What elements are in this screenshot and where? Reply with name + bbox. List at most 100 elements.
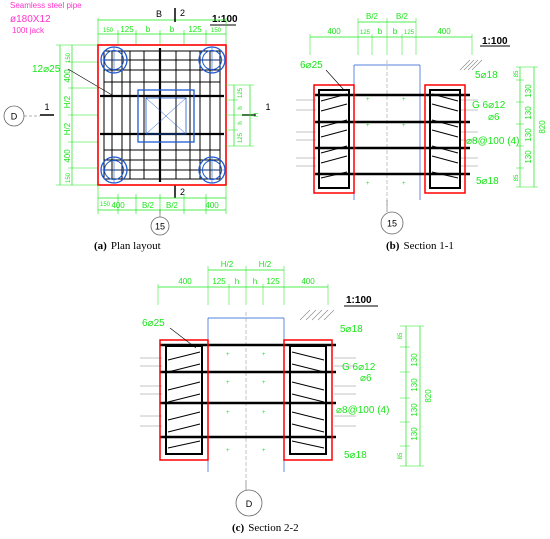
svg-text:+: + xyxy=(366,97,370,103)
svg-text:+: + xyxy=(262,410,266,416)
svg-text:B/2: B/2 xyxy=(396,12,409,21)
svg-text:1: 1 xyxy=(44,102,49,112)
svg-text:+: + xyxy=(262,448,266,454)
svg-text:+: + xyxy=(366,181,370,187)
svg-text:85: 85 xyxy=(398,332,404,339)
plan-dims-right: 125 h h 125 H xyxy=(226,84,260,147)
caption-c: (c)Section 2-2 xyxy=(232,522,299,534)
axis-D-plan: D xyxy=(3,105,40,127)
svg-text:H: H xyxy=(254,113,260,117)
svg-text:b: b xyxy=(378,27,383,36)
s22-label-g: G 6⌀12 xyxy=(342,362,376,373)
section-1-1: 1:100 B/2 B/2 400 125 b b 125 400 xyxy=(296,12,547,252)
svg-text:130: 130 xyxy=(410,378,419,392)
plan-dims-bottom: 150 400 B/2 B/2 400 xyxy=(97,185,227,214)
svg-text:130: 130 xyxy=(524,150,533,164)
caption-a: (a)Plan layout xyxy=(94,240,161,252)
svg-text:b: b xyxy=(170,25,175,34)
svg-text:85: 85 xyxy=(514,174,520,181)
svg-text:820: 820 xyxy=(424,389,433,403)
svg-text:125: 125 xyxy=(188,25,202,34)
svg-text:+: + xyxy=(402,181,406,187)
svg-text:85: 85 xyxy=(398,452,404,459)
svg-text:h: h xyxy=(235,277,239,286)
svg-text:130: 130 xyxy=(524,84,533,98)
svg-text:150: 150 xyxy=(211,28,222,34)
svg-text:130: 130 xyxy=(524,106,533,120)
caption-b: (b)Section 1-1 xyxy=(386,240,454,252)
svg-text:D: D xyxy=(11,112,18,122)
plan-outline xyxy=(97,44,227,186)
svg-text:b: b xyxy=(146,25,151,34)
s11-label-phi6: ⌀6 xyxy=(488,112,500,123)
svg-text:400: 400 xyxy=(178,277,192,286)
svg-text:400: 400 xyxy=(437,27,451,36)
axis-D-s22: D xyxy=(235,480,263,517)
svg-text:150: 150 xyxy=(66,52,72,63)
svg-text:400: 400 xyxy=(205,201,219,210)
plan-layout: Seamless steel pipe ø180X12 100t jack 1:… xyxy=(3,1,271,252)
svg-text:h: h xyxy=(238,106,244,109)
svg-text:400: 400 xyxy=(327,27,341,36)
svg-text:+: + xyxy=(262,380,266,386)
plan-dims-top: B 150 125 b b 125 150 xyxy=(97,9,227,44)
svg-text:+: + xyxy=(402,123,406,129)
plan-inner-box xyxy=(137,89,195,143)
svg-text:400: 400 xyxy=(63,149,72,163)
svg-text:130: 130 xyxy=(410,353,419,367)
svg-text:15: 15 xyxy=(387,219,397,229)
svg-text:+: + xyxy=(226,380,230,386)
svg-text:B/2: B/2 xyxy=(142,201,155,210)
svg-text:15: 15 xyxy=(155,222,165,232)
s22-label-5d18-top: 5⌀18 xyxy=(340,324,363,335)
plan-dim-B: B xyxy=(156,9,162,19)
svg-text:1: 1 xyxy=(265,102,270,112)
svg-text:B/2: B/2 xyxy=(366,12,379,21)
pipe-bottom-left xyxy=(100,156,128,184)
svg-text:150: 150 xyxy=(100,202,111,208)
svg-text:H/2: H/2 xyxy=(221,260,234,269)
pipe-top-right xyxy=(198,46,226,74)
svg-text:B/2: B/2 xyxy=(166,201,179,210)
svg-text:h: h xyxy=(238,121,244,124)
svg-text:+: + xyxy=(402,97,406,103)
s22-dims-top: H/2 H/2 400 125 h h 125 400 xyxy=(157,260,329,305)
s22-label-phi6: ⌀6 xyxy=(360,373,372,384)
svg-text:400: 400 xyxy=(63,69,72,83)
svg-text:400: 400 xyxy=(111,201,125,210)
section22-scale: 1:100 xyxy=(346,295,372,306)
svg-text:150: 150 xyxy=(103,28,114,34)
s22-right-cap xyxy=(283,309,335,461)
s22-left-cap xyxy=(159,339,209,461)
svg-text:h: h xyxy=(253,277,257,286)
s11-left-cap xyxy=(313,84,355,194)
s11-right-cap xyxy=(424,59,483,194)
svg-text:+: + xyxy=(366,123,370,129)
section11-scale: 1:100 xyxy=(482,36,508,47)
plan-scale: 1:100 xyxy=(212,14,238,25)
pipe-top-left xyxy=(100,46,128,74)
s11-label-g: G 6⌀12 xyxy=(472,100,506,111)
pipe-label: Seamless steel pipe xyxy=(10,1,82,10)
svg-text:820: 820 xyxy=(538,120,547,134)
svg-text:2: 2 xyxy=(180,187,185,197)
s22-label-5d18-bottom: 5⌀18 xyxy=(344,450,367,461)
plan-rebar-label: 12⌀25 xyxy=(32,64,61,75)
s11-label-5d18-top: 5⌀18 xyxy=(475,70,498,81)
svg-text:b: b xyxy=(393,27,398,36)
section-2-2: 1:100 H/2 H/2 400 125 h h 125 400 xyxy=(140,260,433,534)
svg-text:D: D xyxy=(246,499,253,509)
svg-text:+: + xyxy=(262,352,266,358)
plan-dims-left: 150 400 H/2 H/2 400 150 xyxy=(56,44,98,186)
svg-text:130: 130 xyxy=(524,128,533,142)
svg-text:+: + xyxy=(226,448,230,454)
s11-column xyxy=(353,60,421,205)
s22-column xyxy=(207,312,285,480)
svg-text:125: 125 xyxy=(266,277,280,286)
s11-label-5d18-bottom: 5⌀18 xyxy=(476,176,499,187)
svg-text:130: 130 xyxy=(410,427,419,441)
svg-text:H/2: H/2 xyxy=(63,95,72,108)
svg-text:85: 85 xyxy=(514,70,520,77)
axis-15-plan: 15 xyxy=(150,210,170,236)
